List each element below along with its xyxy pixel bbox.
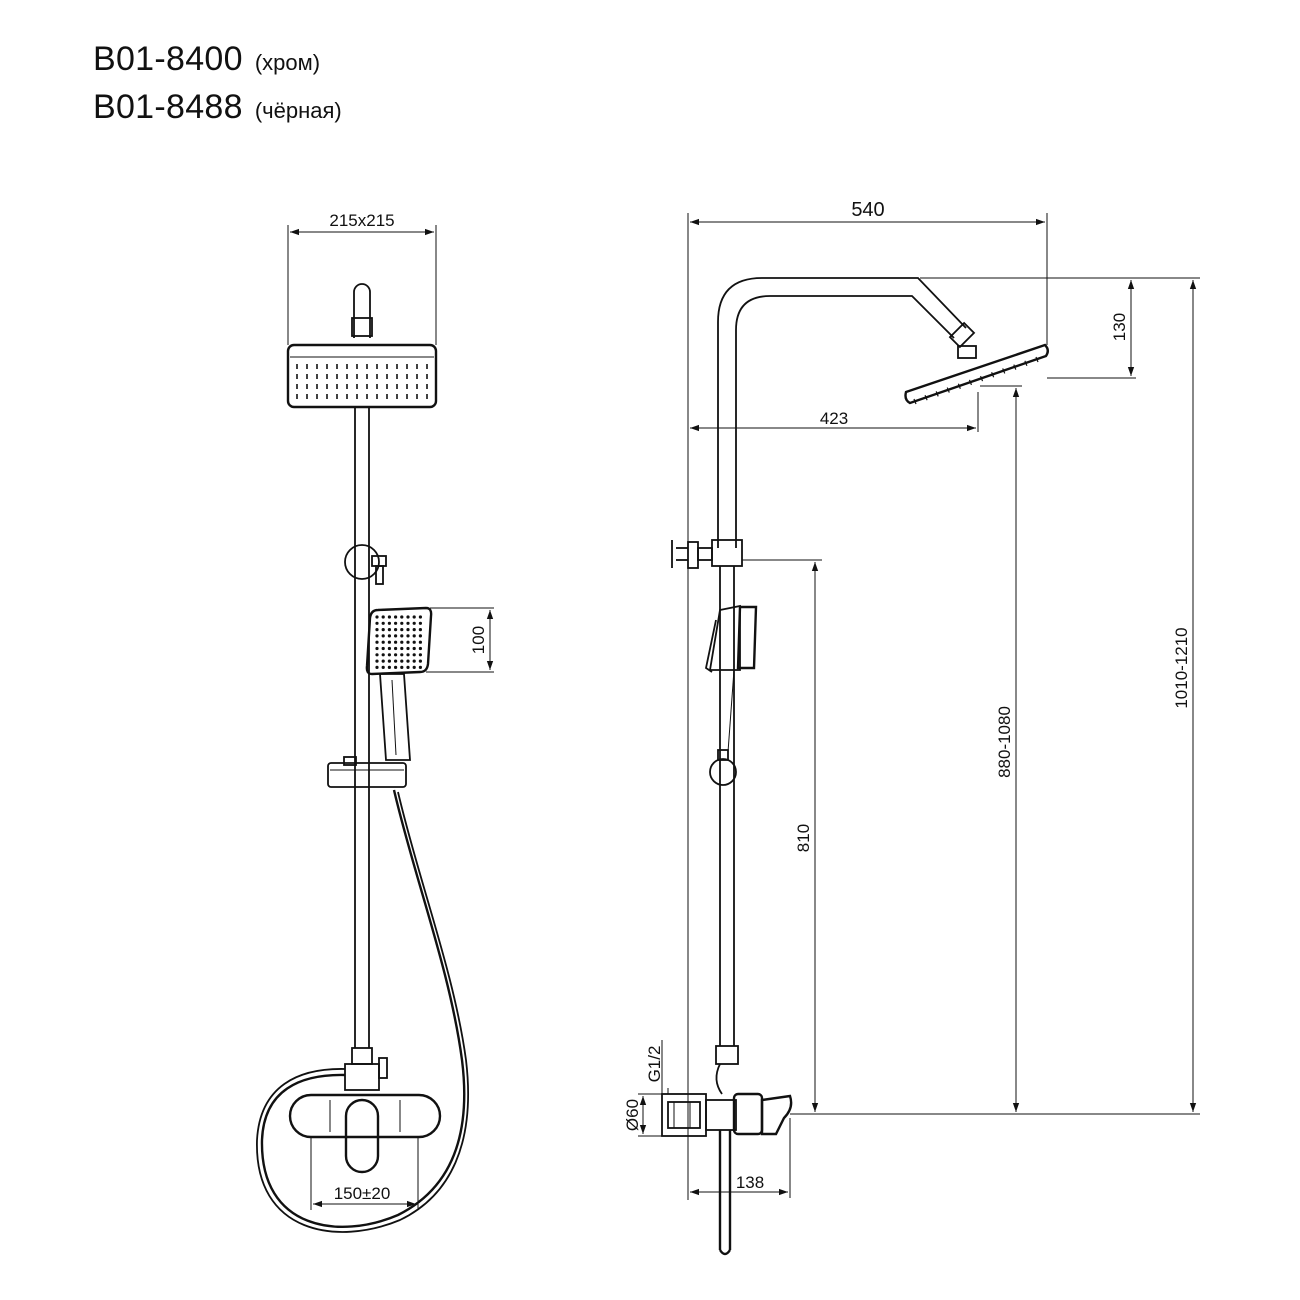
model-code-black: B01-8488 bbox=[93, 88, 243, 126]
side-view: 540 423 130 810 880-1080 bbox=[623, 199, 1200, 1256]
model-variant-chrome: (хром) bbox=[254, 50, 321, 75]
front-view: 215x215 100 150±20 bbox=[256, 211, 494, 1233]
dim-hand-size: 100 bbox=[426, 607, 494, 673]
dim-thread-label: G1/2 bbox=[645, 1046, 664, 1083]
side-overhead-shower bbox=[904, 343, 1049, 405]
side-lower-rail bbox=[719, 566, 735, 1046]
front-diverter bbox=[344, 544, 387, 585]
dim-depth-label: 138 bbox=[736, 1173, 764, 1192]
dim-hand-label: 100 bbox=[469, 626, 488, 654]
dim-head-drop: 130 bbox=[920, 277, 1200, 379]
dim-slider-label: 810 bbox=[794, 824, 813, 852]
dim-head-label: 215x215 bbox=[329, 211, 394, 230]
dim-total-height: 1010-1210 bbox=[1172, 280, 1197, 1112]
dim-flange-label: Ø60 bbox=[623, 1099, 642, 1131]
dim-thread: G1/2 bbox=[645, 1040, 669, 1094]
dim-reach-label: 423 bbox=[820, 409, 848, 428]
model-code-chrome: B01-8400 bbox=[93, 40, 243, 78]
dim-mixer-centers: 150±20 bbox=[310, 1137, 419, 1210]
side-wall-bracket bbox=[671, 539, 743, 569]
dim-mixer-label: 150±20 bbox=[334, 1184, 391, 1203]
model-title-black: B01-8488 (чёрная) bbox=[93, 88, 342, 127]
side-riser-arm bbox=[717, 277, 977, 548]
side-mixer bbox=[661, 1045, 793, 1137]
side-slide-knob bbox=[709, 749, 737, 786]
front-lower-connector bbox=[344, 1047, 388, 1091]
front-hand-shower bbox=[365, 606, 433, 761]
dim-total-height-label: 1010-1210 bbox=[1172, 627, 1191, 708]
dim-reach: 423 bbox=[690, 392, 979, 432]
dim-width: 540 bbox=[687, 199, 1048, 345]
front-mixer bbox=[288, 1093, 442, 1174]
side-hand-shower bbox=[704, 604, 758, 753]
dim-width-label: 540 bbox=[851, 199, 884, 221]
front-head-connector bbox=[351, 317, 373, 337]
dim-depth: 138 bbox=[690, 1118, 791, 1198]
dim-flange: Ø60 bbox=[623, 1093, 662, 1137]
front-slide-bracket bbox=[327, 756, 407, 788]
dim-head-height: 880-1080 bbox=[995, 388, 1020, 1112]
front-riser-rail bbox=[354, 407, 370, 1048]
dim-slider-height: 810 bbox=[794, 562, 819, 1112]
front-top-rod bbox=[353, 283, 371, 338]
front-hose bbox=[260, 789, 466, 1229]
dim-head-size: 215x215 bbox=[287, 211, 437, 345]
dim-head-drop-label: 130 bbox=[1110, 313, 1129, 341]
front-overhead-shower bbox=[286, 343, 438, 409]
model-variant-black: (чёрная) bbox=[254, 98, 342, 123]
model-title-chrome: B01-8400 (хром) bbox=[93, 40, 320, 79]
dim-head-height-label: 880-1080 bbox=[995, 706, 1014, 778]
